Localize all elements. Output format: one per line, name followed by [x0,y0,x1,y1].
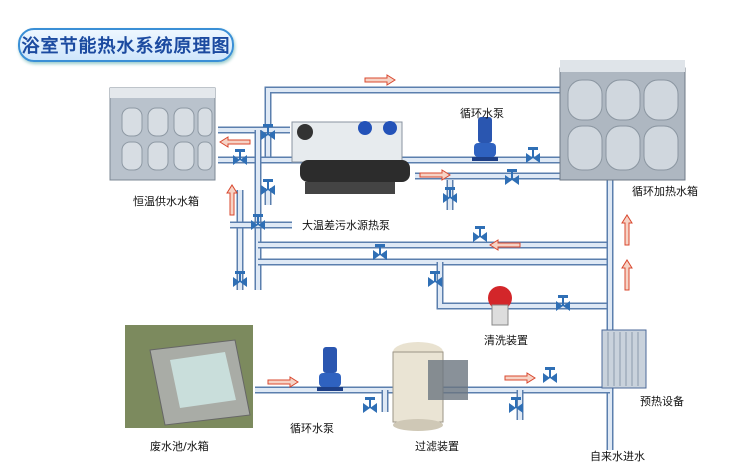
circulation-pump-icon [472,117,498,161]
flow-arrow-icon [419,169,451,181]
label-waste-pool: 废水池/水箱 [150,440,209,453]
label-cleaning: 清洗装置 [484,334,528,347]
heat-pump-unit [291,121,410,194]
circulation-pump-icon [317,347,343,391]
cleaning-device [488,286,512,326]
valve-icon [428,271,442,287]
label-pump-top: 循环水泵 [460,107,504,120]
valve-icon [505,169,519,185]
flow-arrow-icon [267,376,299,388]
flow-arrow-icon [226,184,238,216]
valve-icon [443,187,457,203]
label-supply-tank: 恒温供水水箱 [133,195,199,208]
heating-tank [559,60,686,181]
valve-icon [251,214,265,230]
pumps [317,117,498,391]
pipe-inner [266,88,560,160]
label-tap-water: 自来水进水 [590,450,645,463]
flow-arrow-icon [364,74,396,86]
pipe-inner [438,262,610,308]
valves [233,124,570,413]
supply-tank [109,87,216,181]
valve-icon [473,226,487,242]
valve-icon [373,244,387,260]
valve-icon [556,295,570,311]
flow-arrow-icon [621,214,633,246]
label-preheat: 预热设备 [640,395,684,408]
pipe [436,262,610,310]
valve-icon [233,271,247,287]
valve-icon [363,397,377,413]
flow-arrow-icon [504,372,536,384]
label-heating-tank: 循环加热水箱 [632,185,698,198]
valve-icon [233,149,247,165]
flow-arrow-icon [489,239,521,251]
valve-icon [261,179,275,195]
label-pump-bottom: 循环水泵 [290,422,334,435]
flow-arrow-icon [219,136,251,148]
diagram-title: 浴室节能热水系统原理图 [18,28,234,62]
valve-icon [543,367,557,383]
waste-pool-photo [125,325,253,428]
valve-icon [526,147,540,163]
valve-icon [509,397,523,413]
flow-arrows [219,74,633,388]
filter-device [392,342,468,431]
valve-icon [261,124,275,140]
plate-heat-exchanger [601,329,647,389]
label-filter: 过滤装置 [415,440,459,453]
label-heat-pump: 大温差污水源热泵 [302,219,390,232]
flow-arrow-icon [621,259,633,291]
